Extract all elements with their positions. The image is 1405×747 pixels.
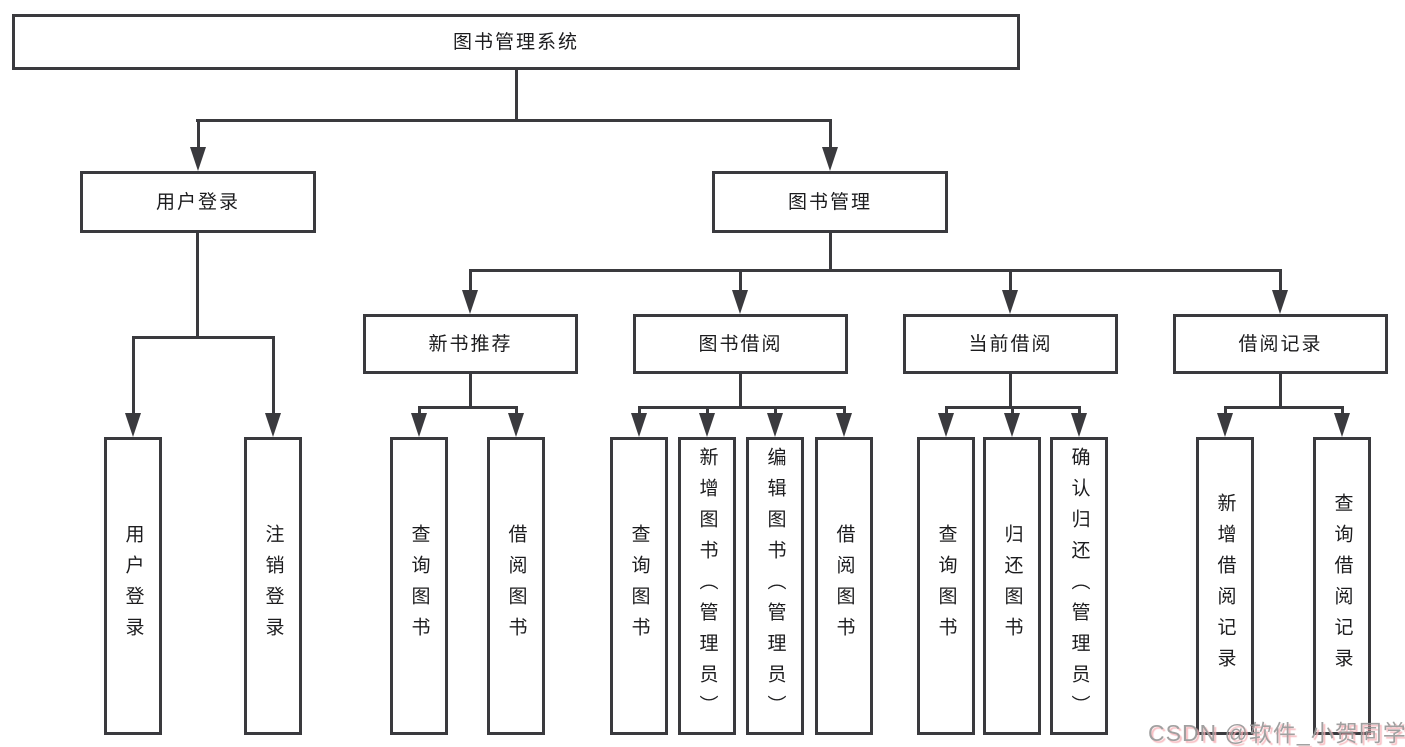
arrowhead-down-icon: [822, 147, 838, 171]
leaf-edit-book-admin: 编辑图书（管理员）: [746, 437, 804, 735]
connector-trunk-current-borrow: [1009, 372, 1012, 409]
leaf-add-borrow-record-label: 新增借阅记录: [1214, 493, 1236, 679]
leaf-borrow-books-recommend: 借阅图书: [487, 437, 545, 735]
arrow-shaft: [469, 269, 472, 291]
arrow-shaft: [739, 269, 742, 291]
arrowhead-down-icon: [1004, 413, 1020, 437]
arrowhead-down-icon: [1334, 413, 1350, 437]
leaf-borrow-books-label: 借阅图书: [833, 524, 855, 648]
connector-rail-level3: [469, 269, 1282, 272]
arrowhead-down-icon: [265, 413, 281, 437]
arrow-shaft: [515, 406, 518, 416]
leaf-query-books-borrow: 查询图书: [610, 437, 668, 735]
connector-trunk-user-login: [196, 231, 199, 339]
node-book-borrow: 图书借阅: [633, 314, 848, 374]
connector-trunk-book-management: [829, 231, 832, 272]
arrow-shaft: [843, 406, 846, 416]
leaf-logout-label: 注销登录: [262, 524, 284, 648]
connector-trunk-root: [515, 68, 518, 121]
arrowhead-down-icon: [699, 413, 715, 437]
arrow-shaft: [1279, 269, 1282, 291]
connector-rail-user-login: [132, 336, 275, 339]
leaf-query-borrow-record: 查询借阅记录: [1313, 437, 1371, 735]
leaf-query-borrow-record-label: 查询借阅记录: [1331, 493, 1353, 679]
arrow-shaft: [1078, 406, 1081, 416]
connector-rail-level2: [196, 119, 832, 122]
leaf-user-login-label: 用户登录: [122, 524, 144, 648]
leaf-query-books-borrow-label: 查询图书: [628, 524, 650, 648]
arrow-shaft: [774, 406, 777, 416]
arrowhead-down-icon: [1071, 413, 1087, 437]
node-root-label: 图书管理系统: [452, 31, 579, 53]
arrowhead-down-icon: [631, 413, 647, 437]
connector-rail-new-book-recommend: [418, 406, 518, 409]
node-root: 图书管理系统: [12, 14, 1020, 70]
arrowhead-down-icon: [411, 413, 427, 437]
node-borrow-records-label: 借阅记录: [1238, 333, 1323, 355]
connector-trunk-book-borrow: [739, 372, 742, 409]
node-borrow-records: 借阅记录: [1173, 314, 1388, 374]
arrowhead-down-icon: [508, 413, 524, 437]
leaf-add-book-admin-label: 新增图书（管理员）: [696, 446, 718, 726]
leaf-return-book: 归还图书: [983, 437, 1041, 735]
leaf-edit-book-admin-label: 编辑图书（管理员）: [764, 446, 786, 726]
leaf-add-borrow-record: 新增借阅记录: [1196, 437, 1254, 735]
leaf-query-books-recommend-label: 查询图书: [408, 524, 430, 648]
leaf-return-book-label: 归还图书: [1001, 524, 1023, 648]
leaf-logout: 注销登录: [244, 437, 302, 735]
arrow-shaft: [706, 406, 709, 416]
arrowhead-down-icon: [190, 147, 206, 171]
node-current-borrow: 当前借阅: [903, 314, 1118, 374]
node-user-login: 用户登录: [80, 171, 316, 233]
arrow-shaft: [1341, 406, 1344, 416]
node-new-book-recommend-label: 新书推荐: [428, 333, 513, 355]
connector-trunk-new-book-recommend: [469, 372, 472, 409]
arrowhead-down-icon: [1217, 413, 1233, 437]
arrow-shaft: [1011, 406, 1014, 416]
leaf-user-login: 用户登录: [104, 437, 162, 735]
node-book-management-label: 图书管理: [787, 191, 872, 213]
arrowhead-down-icon: [1002, 290, 1018, 314]
arrowhead-down-icon: [732, 290, 748, 314]
arrow-shaft: [945, 406, 948, 416]
leaf-borrow-books: 借阅图书: [815, 437, 873, 735]
leaf-confirm-return-admin: 确认归还（管理员）: [1050, 437, 1108, 735]
leaf-borrow-books-recommend-label: 借阅图书: [505, 524, 527, 648]
arrowhead-down-icon: [462, 290, 478, 314]
node-new-book-recommend: 新书推荐: [363, 314, 578, 374]
arrow-shaft: [638, 406, 641, 416]
arrowhead-down-icon: [938, 413, 954, 437]
leaf-query-books-current: 查询图书: [917, 437, 975, 735]
leaf-add-book-admin: 新增图书（管理员）: [678, 437, 736, 735]
leaf-query-books-current-label: 查询图书: [935, 524, 957, 648]
leaf-query-books-recommend: 查询图书: [390, 437, 448, 735]
arrowhead-down-icon: [1272, 290, 1288, 314]
arrowhead-down-icon: [125, 413, 141, 437]
arrow-shaft: [1009, 269, 1012, 291]
arrowhead-down-icon: [836, 413, 852, 437]
leaf-confirm-return-admin-label: 确认归还（管理员）: [1068, 446, 1090, 726]
node-user-login-label: 用户登录: [155, 191, 240, 213]
arrow-shaft: [829, 119, 832, 149]
connector-rail-book-borrow: [638, 406, 846, 409]
node-current-borrow-label: 当前借阅: [968, 333, 1053, 355]
connector-rail-borrow-records: [1224, 406, 1344, 409]
node-book-borrow-label: 图书借阅: [698, 333, 783, 355]
arrowhead-down-icon: [767, 413, 783, 437]
arrow-shaft: [418, 406, 421, 416]
arrow-shaft: [272, 336, 275, 414]
arrow-shaft: [197, 119, 200, 149]
connector-trunk-borrow-records: [1279, 372, 1282, 409]
node-book-management: 图书管理: [712, 171, 948, 233]
arrow-shaft: [132, 336, 135, 414]
csdn-watermark: CSDN @软件_小贺同学: [1148, 720, 1405, 746]
arrow-shaft: [1224, 406, 1227, 416]
